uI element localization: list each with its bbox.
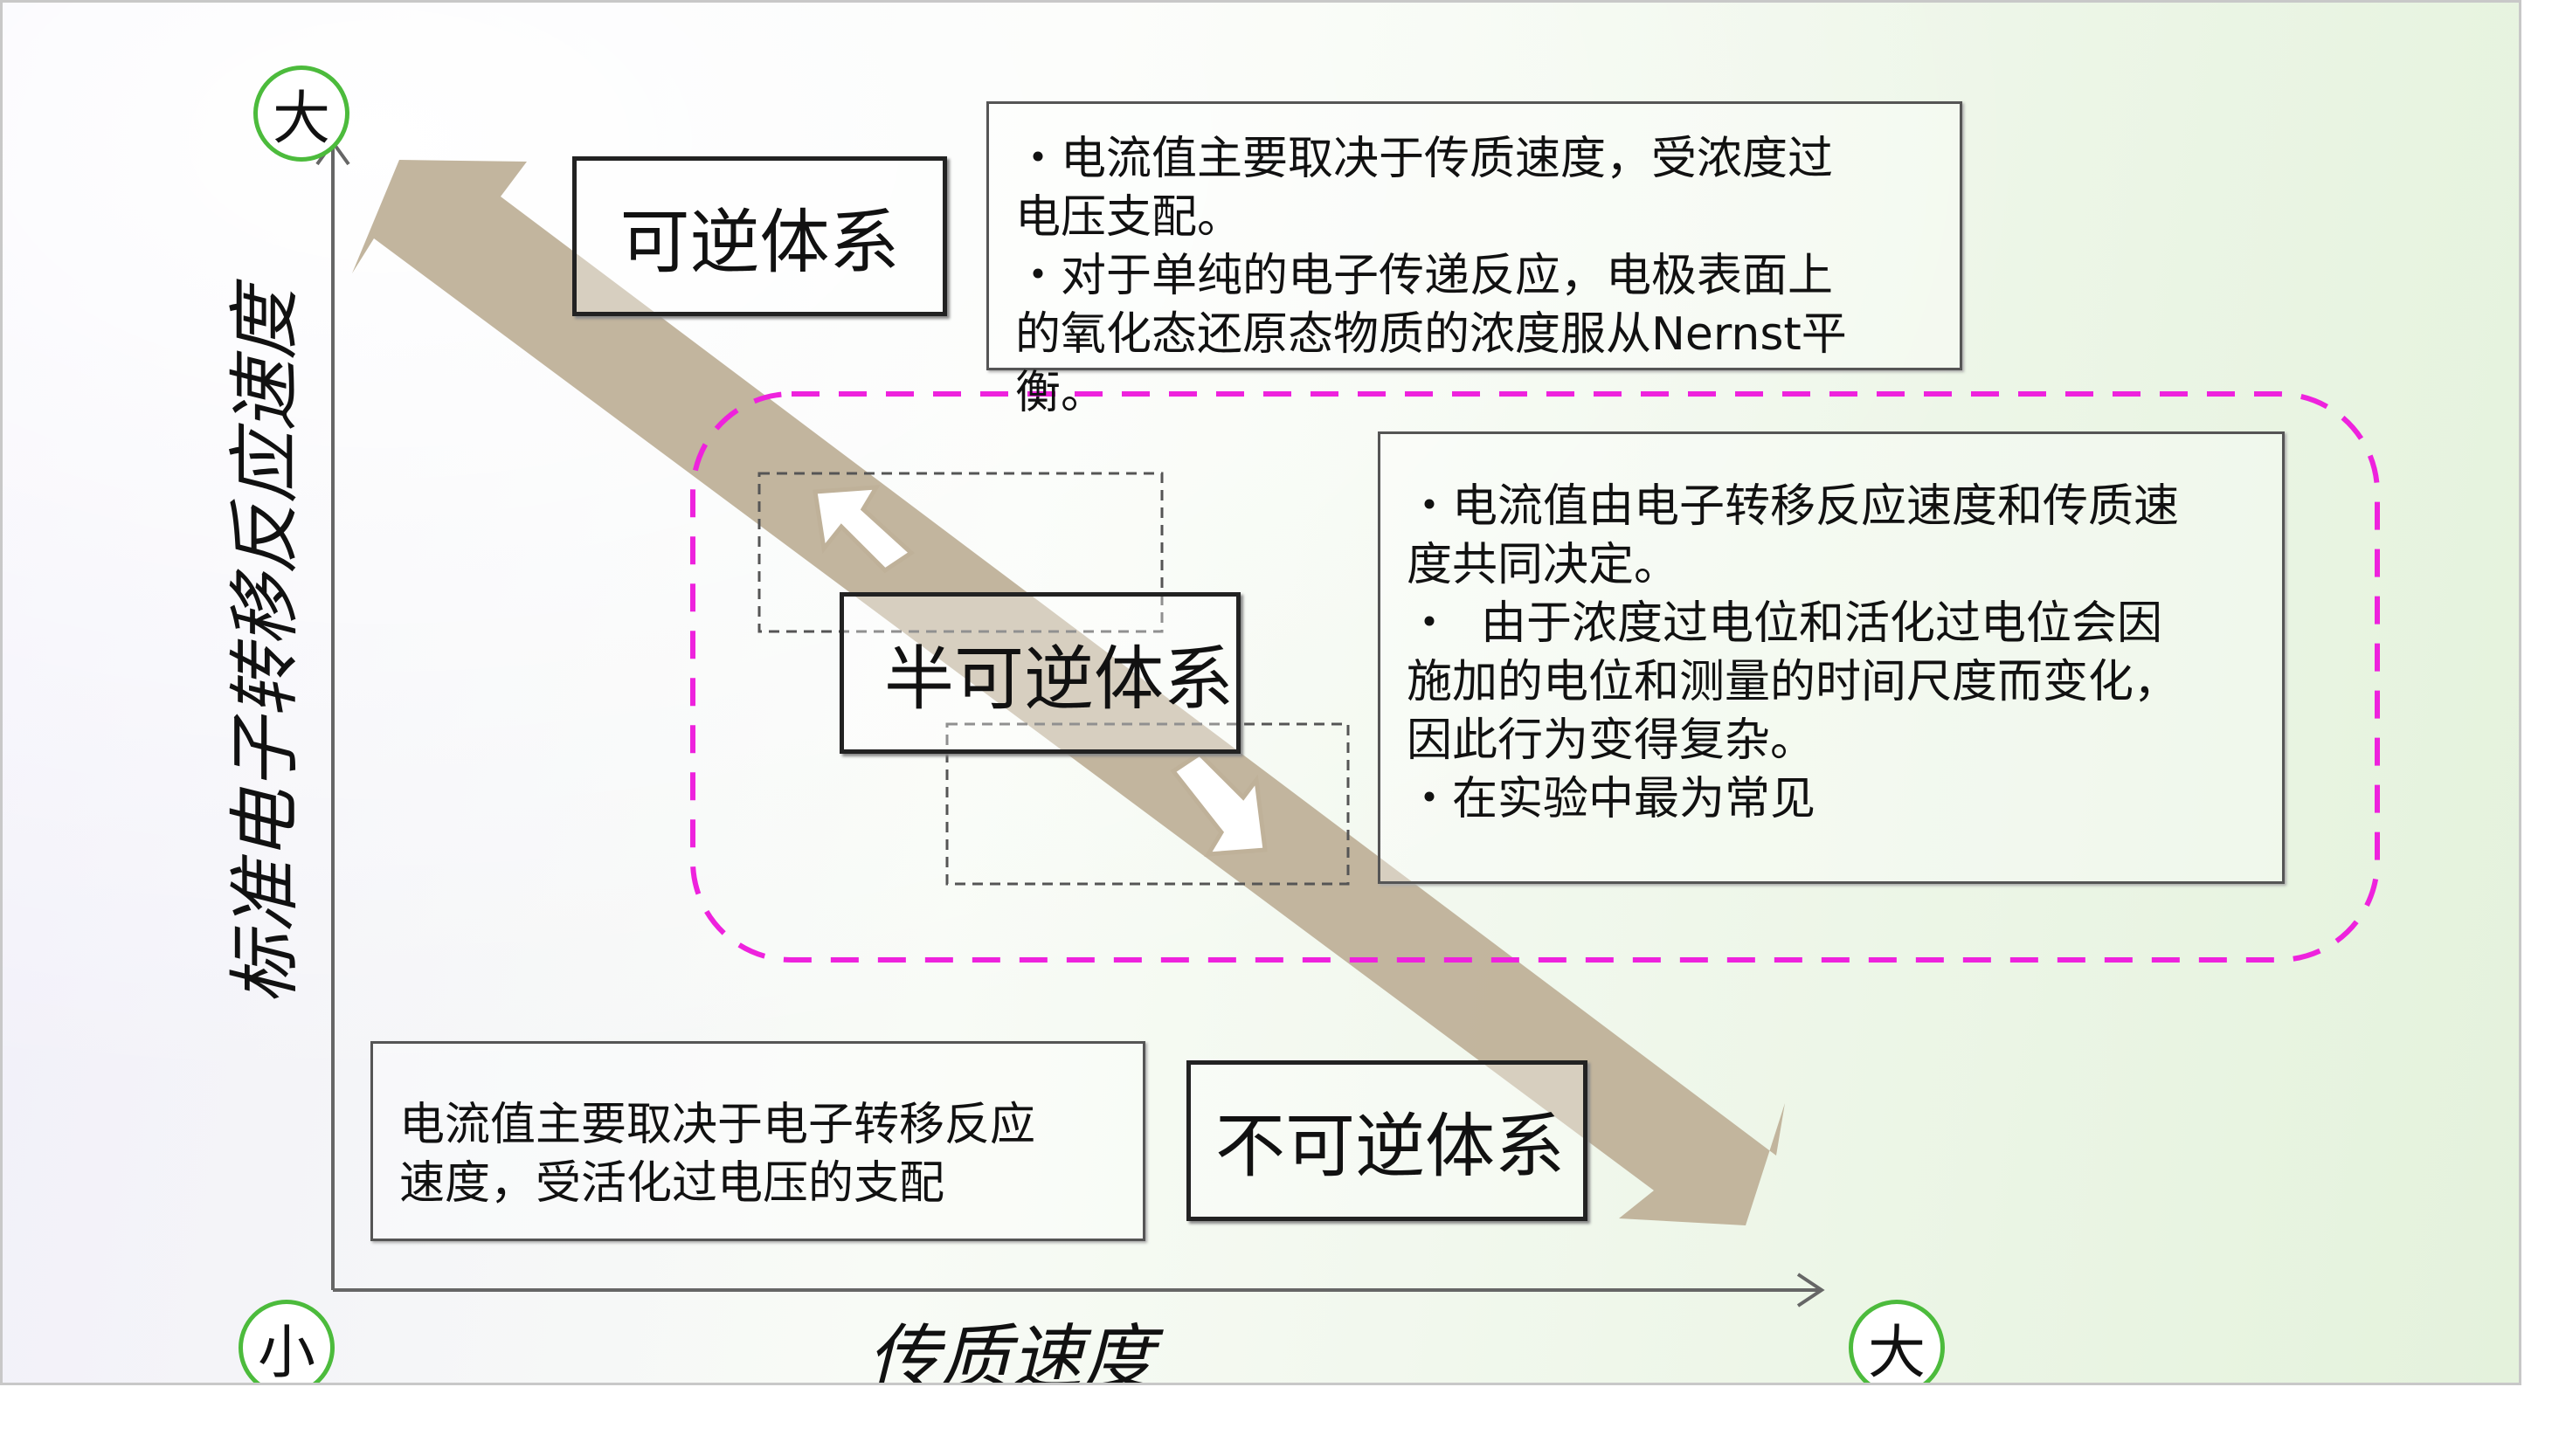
x-axis-title: 传质速度 (868, 1317, 1154, 1385)
note-line: 衡。 (1015, 367, 1107, 419)
y-axis-title: 标准电子转移反应速度 (224, 288, 308, 1004)
irreversible-note: 电流值主要取决于电子转移反应 速度，受活化过电压的支配 (370, 1041, 1145, 1241)
dashed-box-upper (757, 472, 1164, 633)
irreversible-label: 不可逆体系 (1186, 1060, 1587, 1221)
note-line: 的氧化态还原态物质的浓度服从Nernst平 (1015, 308, 1847, 361)
main-diagonal-arrow (352, 160, 1785, 1225)
y-axis-max-label: 大 (253, 66, 349, 162)
small-arrow-up-left (813, 485, 916, 574)
note-line: ・电流值由电子转移反应速度和传质速 (1407, 480, 2180, 533)
note-line: ・对于单纯的电子传递反应，电极表面上 (1015, 250, 1834, 302)
diagram-graphics (315, 139, 2380, 1308)
quasi-reversible-note: ・电流值由电子转移反应速度和传质速 度共同决定。 ・ 由于浓度过电位和活化过电位… (1378, 431, 2285, 884)
note-line: 因此行为变得复杂。 (1407, 714, 1816, 767)
dashed-box-lower (945, 722, 1350, 886)
note-line: ・电流值主要取决于传质速度，受浓度过 (1015, 133, 1834, 185)
note-line: ・在实验中最为常见 (1407, 773, 1816, 825)
note-line: 电流值主要取决于电子转移反应 (399, 1099, 1036, 1151)
origin-label: 小 (239, 1300, 335, 1383)
quasi-reversible-label: 半可逆体系 (840, 592, 1241, 754)
note-line: 速度，受活化过电压的支配 (399, 1157, 945, 1210)
reversible-label: 可逆体系 (572, 156, 947, 316)
slide: 大 小 大 标准电子转移反应速度 传质速度 可逆体系 半可逆体系 不可逆体系 ・… (0, 0, 2521, 1385)
reversible-note: ・电流值主要取决于传质速度，受浓度过 电压支配。 ・对于单纯的电子传递反应，电极… (986, 101, 1962, 419)
x-axis-max-label: 大 (1849, 1300, 1945, 1383)
note-line: 施加的电位和测量的时间尺度而变化， (1407, 656, 2180, 708)
x-axis-arrowhead (1796, 1273, 1825, 1308)
note-line: 电压支配。 (1015, 191, 1243, 244)
note-line: 度共同决定。 (1407, 539, 1680, 591)
note-line: ・ 由于浓度过电位和活化过电位会因 (1407, 597, 2163, 650)
small-arrow-down-right (1170, 750, 1268, 857)
